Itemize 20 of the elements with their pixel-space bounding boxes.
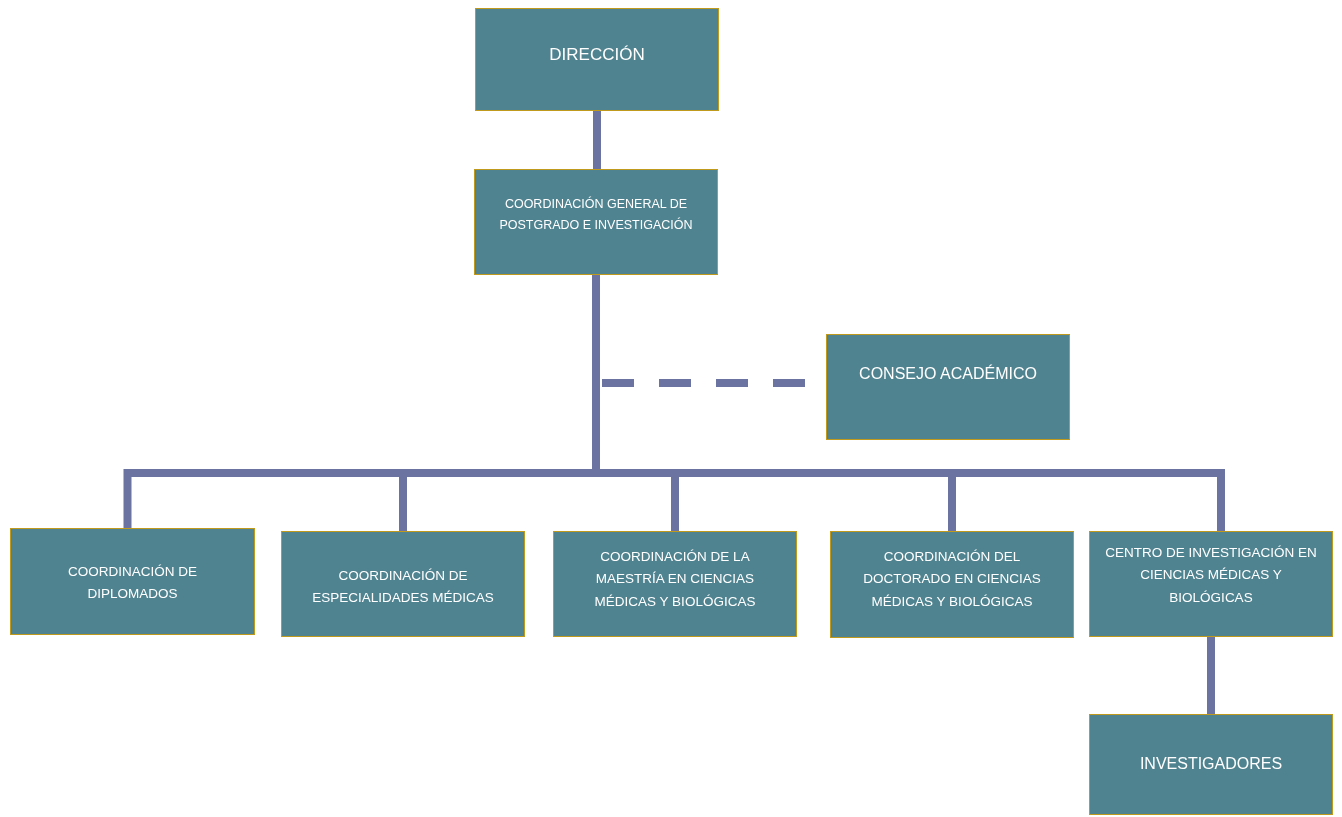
box-label: COORDINACIÓN DE LA MAESTRÍA EN CIENCIAS MÉDICAS Y BIOLÓGICAS [593,548,757,611]
box-label: CENTRO DE INVESTIGACIÓN EN CIENCIAS MÉDICAS Y BIOLÓGICAS [1104,544,1318,607]
box-label: COORDINACIÓN DEL DOCTORADO EN CIENCIAS MÉDICAS Y BIOLÓGICAS [862,548,1042,611]
box-label: CONSEJO ACADÉMICO [859,363,1037,384]
org-box [553,531,797,637]
box-label: DIRECCIÓN [549,44,645,66]
org-box [826,334,1070,440]
org-box [1089,714,1333,815]
org-box [474,169,718,275]
connector-line [593,111,601,169]
org-box [830,531,1074,638]
box-label: INVESTIGADORES [1139,754,1283,774]
org-box [10,528,255,635]
org-box [475,8,719,111]
connector-line [1207,637,1215,714]
box-label: COORDINACIÓN DE ESPECIALIDADES MÉDICAS [311,567,495,608]
org-box [1089,531,1333,637]
box-label: COORDINACIÓN DE DIPLOMADOS [67,563,198,604]
box-label: COORDINACIÓN GENERAL DE POSTGRADO E INVESTIGACIÓN [498,195,694,234]
org-box [281,531,525,637]
